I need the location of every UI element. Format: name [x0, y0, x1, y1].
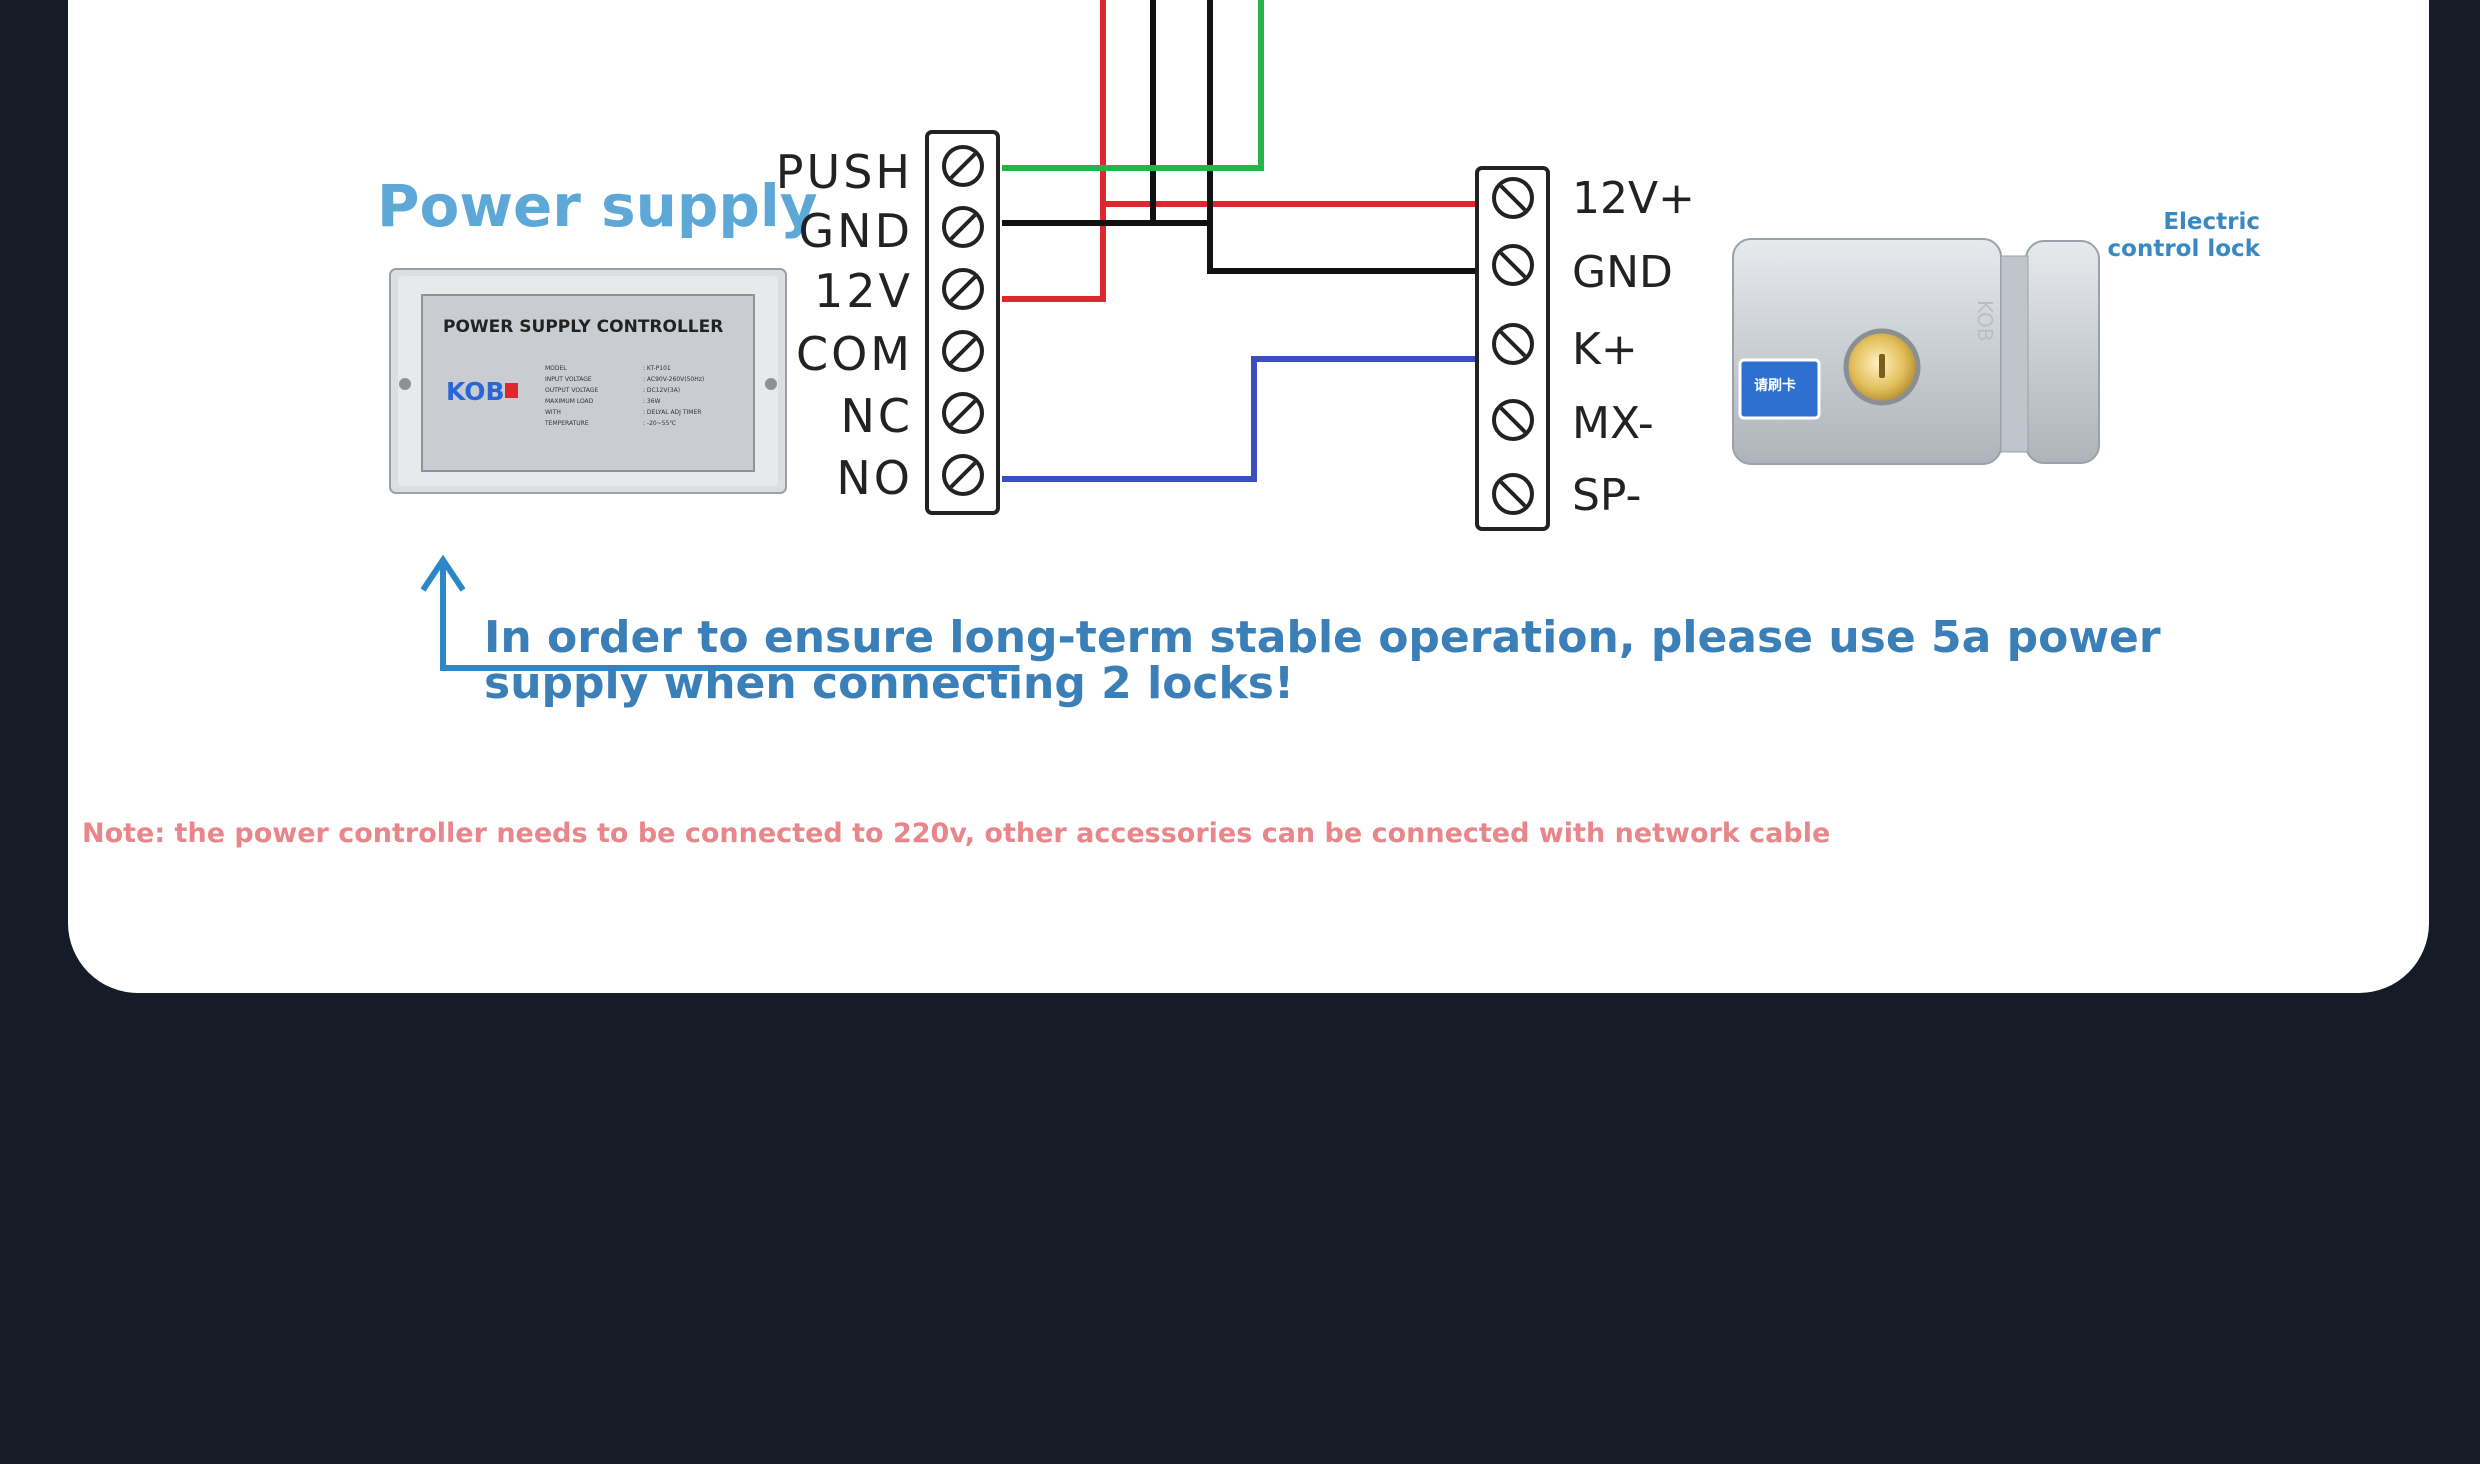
green-wire	[1002, 0, 1264, 171]
terminal-label-12v: 12V	[814, 264, 913, 318]
spec-name: INPUT VOLTAGE	[545, 376, 592, 383]
spec-name: TEMPERATURE	[544, 420, 589, 427]
wires	[1002, 0, 1476, 482]
terminal-screw-icon	[1492, 473, 1534, 515]
terminal-screw-icon	[1492, 323, 1534, 365]
terminal-screw-icon	[942, 392, 984, 434]
terminal-screw-icon	[942, 268, 984, 310]
terminal-label-no: NO	[836, 451, 913, 505]
terminal-label-sp-minus: SP-	[1572, 470, 1641, 521]
terminal-screw-icon	[1492, 177, 1534, 219]
terminal-label-gnd: GND	[799, 204, 913, 258]
terminal-screw-icon	[942, 145, 984, 187]
screw-icon	[765, 378, 777, 390]
terminal-screw-icon	[942, 454, 984, 496]
lock-sticker	[1738, 358, 1821, 420]
wiring-diagram: Power supply POWER SUPPLY CONTROLLER KOB…	[82, 0, 2261, 849]
spec-value: : AC90V-260V(50Hz)	[643, 376, 704, 383]
up-arrow-icon	[420, 554, 1016, 671]
left-terminal-block	[925, 130, 1000, 515]
left-terminal-labels: PUSH GND 12V COM NC NO	[776, 145, 913, 505]
lock-label-line2: control lock	[2108, 236, 2261, 262]
black-wire-right	[1153, 0, 1476, 274]
terminal-label-push: PUSH	[776, 145, 913, 199]
red-wire	[1002, 0, 1476, 302]
controller-brand: KOB	[446, 377, 505, 406]
advice-line-2: supply when connecting 2 locks!	[484, 658, 1294, 709]
advice-line-1: In order to ensure long-term stable oper…	[484, 612, 2161, 663]
spec-name: MAXIMUM LOAD	[545, 398, 594, 405]
spec-value: : DELYAL ADJ TIMER	[643, 409, 701, 416]
lock-sticker-text: 请刷卡	[1754, 377, 1796, 394]
power-supply-controller: POWER SUPPLY CONTROLLER KOB MODEL INPUT …	[389, 268, 787, 494]
terminal-label-mx-minus: MX-	[1572, 398, 1654, 449]
black-wire-left	[1002, 0, 1156, 226]
terminal-label-gnd: GND	[1572, 247, 1673, 298]
terminal-label-12v-plus: 12V+	[1572, 173, 1695, 224]
diagram-card: Power supply POWER SUPPLY CONTROLLER KOB…	[68, 0, 2429, 993]
right-terminal-block	[1475, 166, 1550, 531]
screw-icon	[399, 378, 411, 390]
terminal-screw-icon	[1492, 399, 1534, 441]
spec-value: : KT-P101	[643, 365, 671, 372]
spec-name: WITH	[545, 409, 561, 416]
controller-title: POWER SUPPLY CONTROLLER	[443, 317, 723, 337]
power-supply-title: Power supply	[377, 172, 818, 240]
terminal-label-nc: NC	[840, 389, 913, 443]
terminal-label-com: COM	[796, 327, 913, 381]
terminal-screw-icon	[1492, 244, 1534, 286]
brand-mark	[505, 383, 518, 398]
right-terminal-labels: 12V+ GND K+ MX- SP-	[1572, 173, 1695, 521]
spec-value: : -20~55℃	[643, 420, 676, 427]
spec-value: : 36W	[643, 398, 661, 405]
spec-name: MODEL	[545, 365, 567, 372]
terminal-label-k-plus: K+	[1572, 324, 1638, 375]
terminal-screw-icon	[942, 330, 984, 372]
terminal-screw-icon	[942, 206, 984, 248]
electric-lock-image: 请刷卡 KOB	[1732, 238, 2100, 465]
lock-brand: KOB	[1973, 300, 1997, 341]
controller-specs: MODEL INPUT VOLTAGE OUTPUT VOLTAGE MAXIM…	[544, 365, 704, 427]
lock-label-line1: Electric	[2163, 209, 2260, 235]
spec-value: : DC12V(3A)	[643, 387, 680, 394]
blue-wire	[1002, 356, 1476, 482]
spec-name: OUTPUT VOLTAGE	[545, 387, 598, 394]
note-text: Note: the power controller needs to be c…	[82, 818, 1830, 849]
